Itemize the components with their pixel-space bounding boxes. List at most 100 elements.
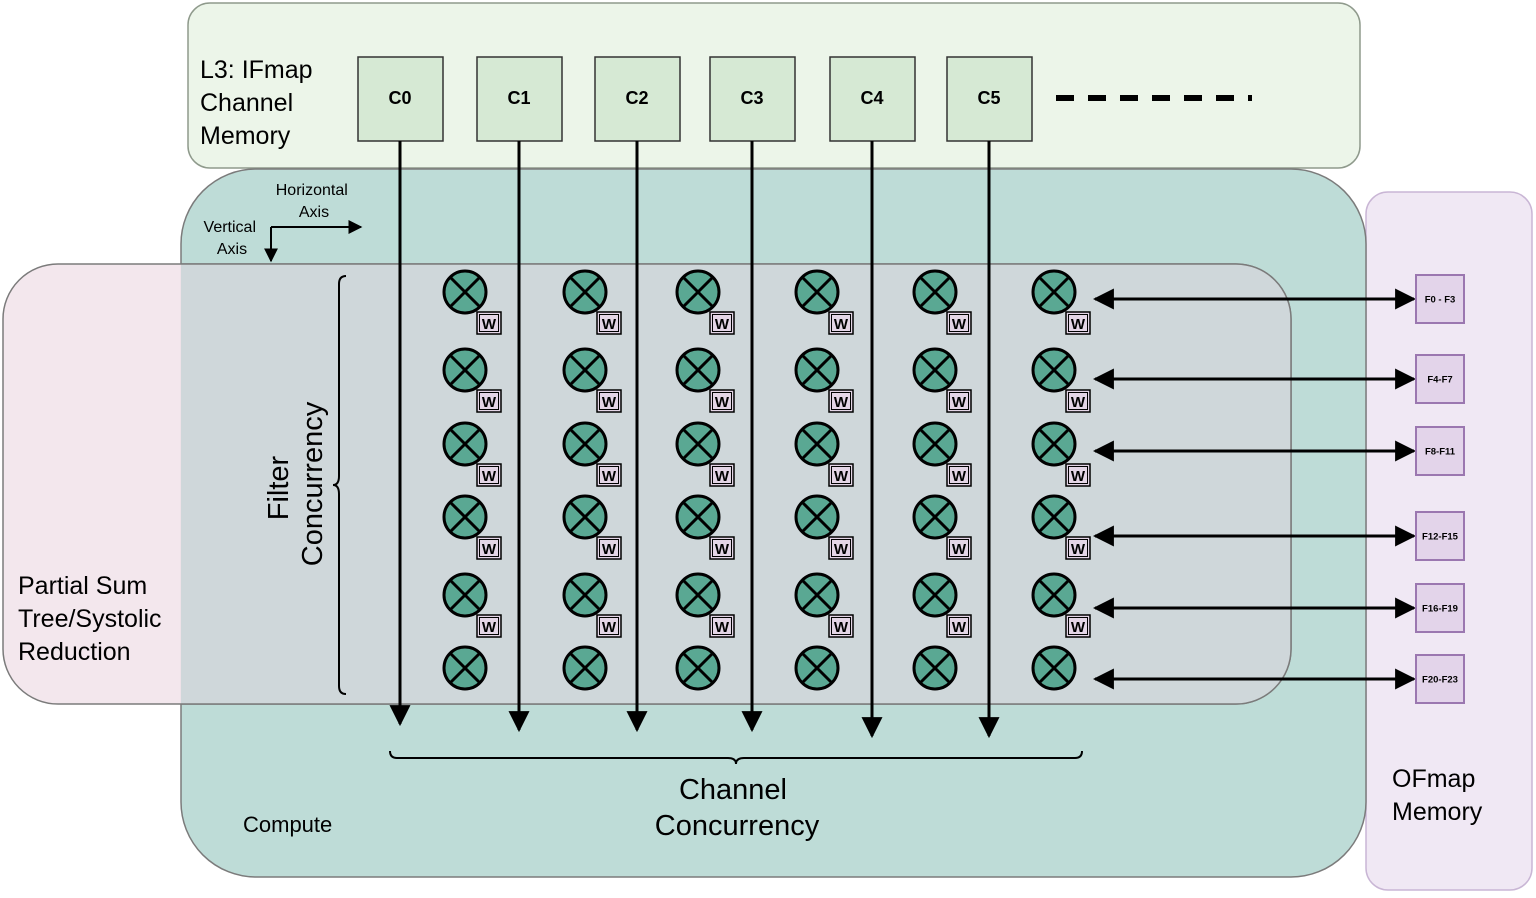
vertical-axis-line: Vertical [204, 219, 256, 236]
channel-box-c3: C3 [709, 56, 796, 142]
pe-unit: W [675, 269, 735, 335]
pe-unit: W [912, 269, 972, 335]
pe-unit [675, 645, 721, 691]
pe-unit: W [1031, 494, 1091, 560]
pe-unit: W [442, 494, 502, 560]
weight-box-inner [1068, 466, 1088, 484]
weight-box-rect [1065, 389, 1091, 413]
weight-label: W [952, 468, 967, 485]
weight-box: W [946, 614, 972, 638]
axes-legend: Horizontal Axis Vertical Axis [204, 182, 363, 263]
weight-label: W [482, 468, 497, 485]
channel-box-rect [946, 56, 1033, 142]
weight-box: W [946, 536, 972, 560]
pe-unit: W [675, 494, 735, 560]
weight-box: W [709, 463, 735, 487]
weight-box-inner [831, 314, 851, 332]
multiplier-cross [569, 579, 601, 611]
weight-box-inner [599, 466, 619, 484]
pe-unit: W [562, 494, 622, 560]
weight-box: W [476, 463, 502, 487]
pe-unit: W [562, 347, 622, 413]
weight-label: W [602, 468, 617, 485]
vertical-axis-line: Axis [217, 241, 247, 258]
weight-box-rect [596, 463, 622, 487]
weight-box-rect [709, 536, 735, 560]
channel-box-rect [357, 56, 444, 142]
filter-group-box: F12-F15 [1415, 511, 1465, 561]
multiplier-cross [1038, 579, 1070, 611]
multiplier-cross [569, 428, 601, 460]
multiplier-cross [1038, 354, 1070, 386]
multiplier-cross [1038, 501, 1070, 533]
pe-unit: W [912, 421, 972, 487]
weight-box: W [828, 311, 854, 335]
weight-box: W [596, 536, 622, 560]
weight-label: W [715, 619, 730, 636]
weight-box-rect [946, 536, 972, 560]
weight-box: W [476, 311, 502, 335]
weight-label: W [1071, 468, 1086, 485]
weight-label: W [834, 541, 849, 558]
l3-title-line: L3: IFmap [200, 56, 313, 84]
channel-box-label: C1 [507, 88, 530, 108]
weight-box-inner [949, 539, 969, 557]
l3-memory-title: L3: IFmap Channel Memory [200, 56, 320, 150]
multiplier-cross [682, 354, 714, 386]
weight-box-inner [1068, 539, 1088, 557]
filter-group-label: F12-F15 [1422, 532, 1459, 543]
filter-group-box: F8-F11 [1415, 426, 1465, 476]
weight-box-rect [709, 389, 735, 413]
multiplier-cross [682, 276, 714, 308]
ofmap-title-line: Memory [1392, 798, 1483, 826]
multiplier-cross [1038, 428, 1070, 460]
channel-box-rect [709, 56, 796, 142]
ofmap-title-line: OFmap [1392, 765, 1475, 793]
weight-label: W [602, 541, 617, 558]
partial-sum-line: Tree/Systolic [18, 605, 162, 633]
multiplier-cross [569, 652, 601, 684]
multiplier-cross [801, 276, 833, 308]
filter-group-rect [1415, 274, 1465, 324]
multiplier-cross [919, 354, 951, 386]
multiplier-cross [919, 428, 951, 460]
weight-box: W [709, 614, 735, 638]
filter-group-label: F4-F7 [1427, 375, 1452, 386]
pe-unit: W [675, 572, 735, 638]
pe-unit: W [794, 494, 854, 560]
weight-box: W [828, 389, 854, 413]
channel-concurrency-line: Concurrency [655, 810, 820, 842]
filter-group-rect [1415, 511, 1465, 561]
weight-box: W [709, 311, 735, 335]
weight-box-inner [479, 539, 499, 557]
horizontal-axis-line: Horizontal [276, 182, 348, 199]
weight-box-rect [828, 463, 854, 487]
weight-box: W [946, 311, 972, 335]
compute-label: Compute [243, 812, 332, 837]
multiplier-cross [569, 276, 601, 308]
multiplier-cross [569, 354, 601, 386]
weight-label: W [482, 316, 497, 333]
partial-sum-line: Partial Sum [18, 572, 147, 600]
pe-unit: W [562, 421, 622, 487]
weight-box-inner [599, 314, 619, 332]
weight-label: W [834, 316, 849, 333]
weight-box-rect [476, 614, 502, 638]
channel-box-c4: C4 [829, 56, 916, 142]
weight-box: W [476, 614, 502, 638]
multiplier-cross [801, 501, 833, 533]
pe-unit: W [912, 494, 972, 560]
channel-box-label: C4 [860, 88, 883, 108]
filter-group-box: F20-F23 [1415, 654, 1465, 704]
weight-box-rect [1065, 463, 1091, 487]
weight-box-rect [476, 389, 502, 413]
channel-box-label: C0 [388, 88, 411, 108]
weight-box: W [709, 389, 735, 413]
filter-group-rect [1415, 354, 1465, 404]
weight-box: W [596, 463, 622, 487]
partial-sum-title: Partial Sum Tree/Systolic Reduction [18, 572, 169, 666]
weight-box-rect [946, 311, 972, 335]
weight-box-rect [828, 614, 854, 638]
weight-box-inner [1068, 314, 1088, 332]
